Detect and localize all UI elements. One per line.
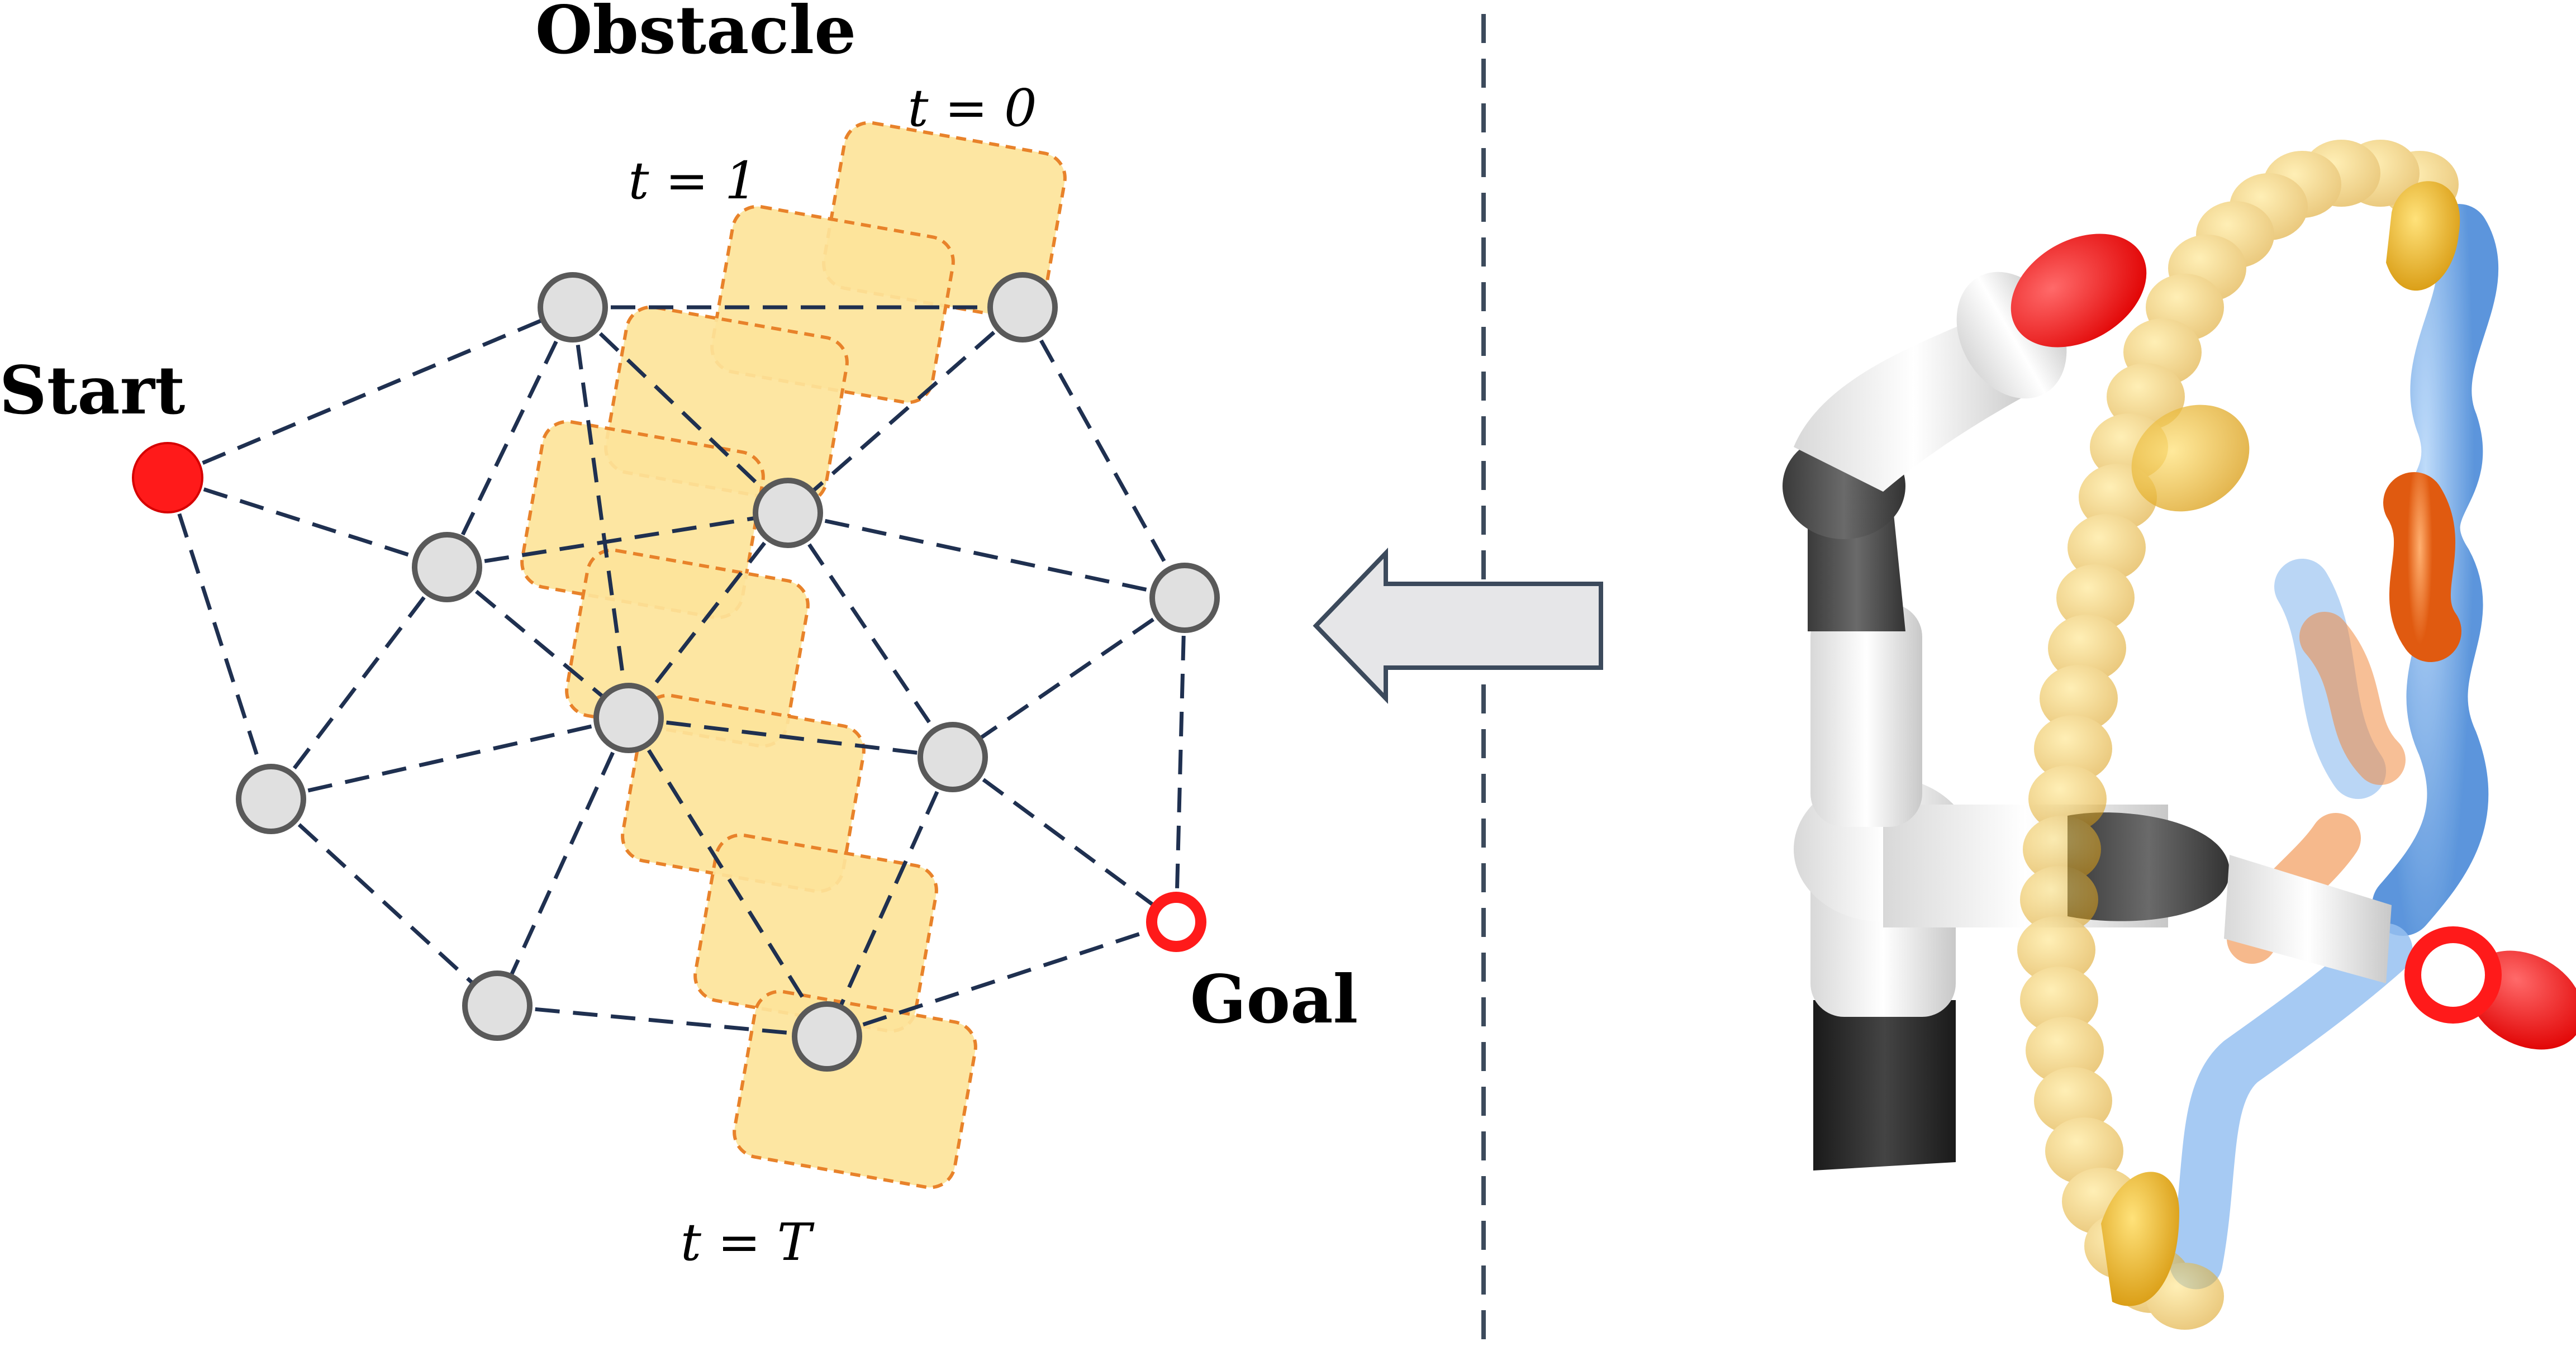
roadmap-node [918,722,988,792]
blue-arm-trajectory [2169,204,2499,1290]
time-label-t0: t = 0 [907,78,1037,138]
start-node [132,442,203,513]
roadmap-nodes [236,272,1220,1072]
time-label-tT: t = T [681,1212,815,1272]
roadmap-node [593,683,664,753]
robot-goal-tip [2404,926,2576,1050]
roadmap-node [987,272,1058,342]
roadmap-edges [165,305,1187,1039]
start-label: Start [0,351,185,429]
obstacle-sweep [520,121,1067,1190]
robot-start-tip [2011,234,2147,348]
obstacle-snapshots-3d [2101,181,2460,1306]
roadmap-node [792,1001,862,1072]
robot-arm-icon [1783,140,2576,1330]
roadmap-node [412,532,482,602]
roadmap-node [1149,563,1220,633]
roadmap-panel: Obstacle Start Goal t = 0 t = 1 t = T [0,0,1358,1272]
roadmap-node [462,970,533,1041]
goal-label: Goal [1190,960,1358,1038]
time-label-t1: t = 1 [628,151,757,211]
roadmap-node [236,764,306,834]
left-arrow-icon [1313,548,1603,704]
goal-node [1146,892,1206,952]
obstacle-label: Obstacle [535,0,856,69]
robot-arm-body [1783,234,2392,1171]
roadmap-node [538,272,608,342]
roadmap-node [753,478,823,548]
